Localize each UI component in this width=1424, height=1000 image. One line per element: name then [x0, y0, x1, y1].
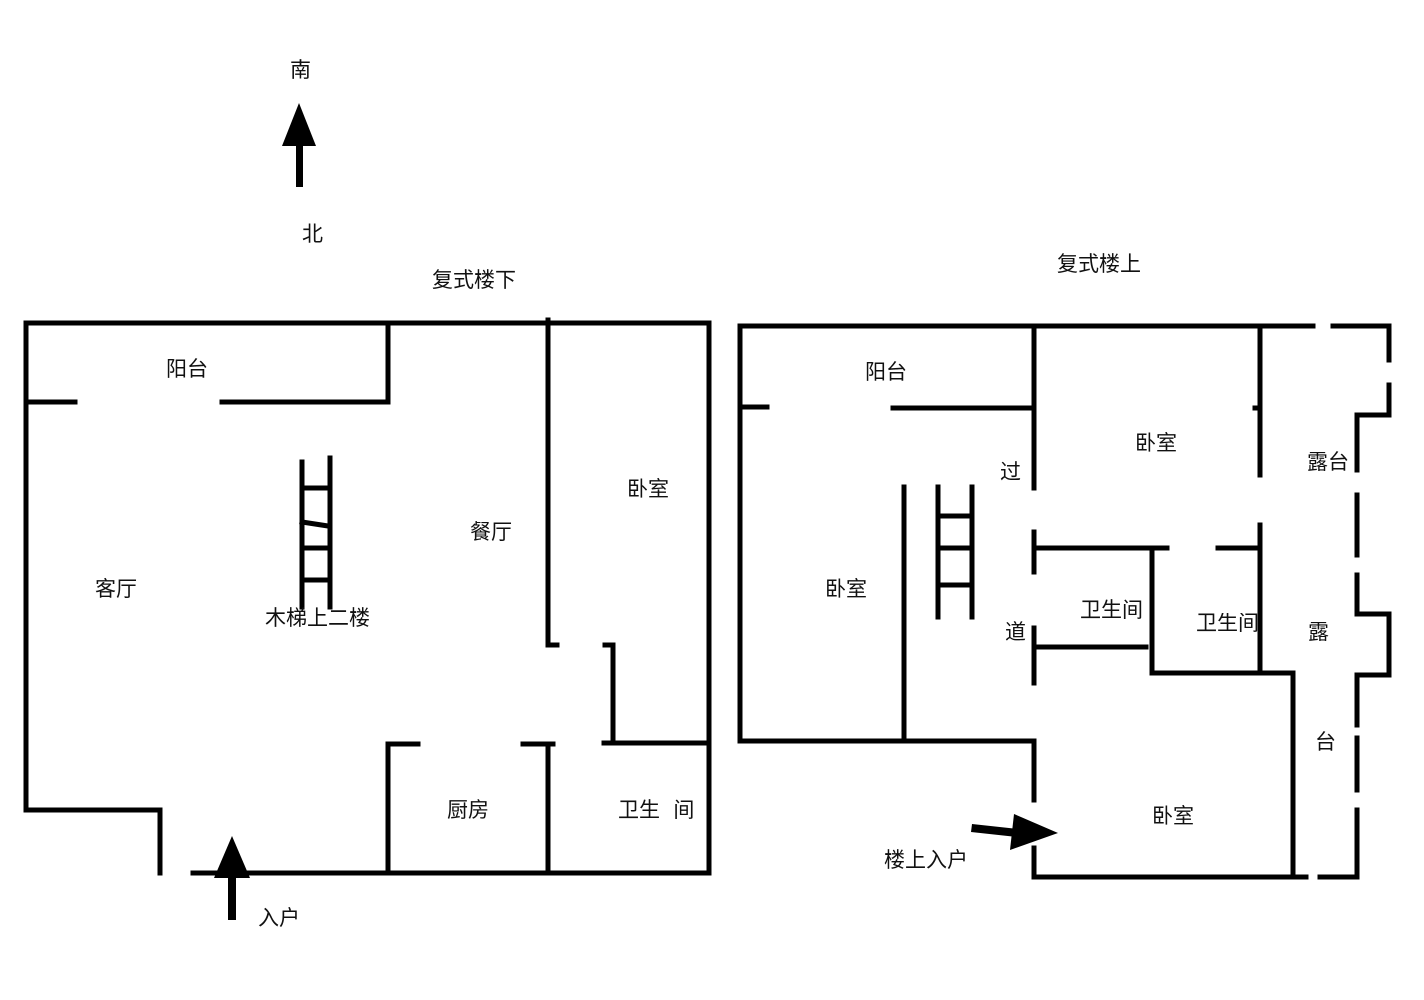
upper-entrance-label: 楼上入户 [884, 848, 968, 872]
upper-balcony-label: 阳台 [865, 360, 907, 384]
upper-corridor-label-2: 道 [1005, 620, 1026, 644]
compass-south-label: 南 [290, 58, 311, 82]
upper-floor-walls [737, 323, 1392, 880]
upper-terrace-bottom-label: 台 [1315, 730, 1336, 754]
lower-balcony-label: 阳台 [166, 357, 208, 381]
upper-terrace-top-label: 露台 [1307, 450, 1349, 474]
upper-terrace-mid-label: 露 [1308, 620, 1329, 644]
lower-bathroom-label: 卫生 间 [618, 798, 695, 822]
lower-entrance-arrow-icon [214, 836, 250, 920]
lower-dining-room-label: 餐厅 [470, 520, 512, 544]
upper-corridor-label-1: 过 [1000, 460, 1021, 484]
lower-floor-walls [23, 317, 712, 876]
upper-bedroom-north-label: 卧室 [1135, 431, 1177, 455]
upper-entrance-arrow-icon [971, 814, 1058, 850]
compass-north-label: 北 [302, 222, 323, 246]
lower-entrance-label: 入户 [258, 906, 300, 930]
upper-bedroom-west-label: 卧室 [825, 577, 867, 601]
lower-bedroom-label: 卧室 [627, 477, 669, 501]
lower-floor-title: 复式楼下 [432, 268, 516, 292]
upper-bathroom-2-label: 卫生间 [1196, 613, 1259, 634]
compass-arrow-icon [282, 103, 316, 187]
upper-bathroom-1-label: 卫生间 [1080, 598, 1143, 622]
lower-living-room-label: 客厅 [95, 577, 137, 601]
upper-bedroom-south-label: 卧室 [1152, 804, 1194, 828]
lower-stairs-label: 木梯上二楼 [265, 606, 370, 630]
upper-floor-title: 复式楼上 [1057, 252, 1141, 276]
lower-kitchen-label: 厨房 [447, 798, 489, 822]
